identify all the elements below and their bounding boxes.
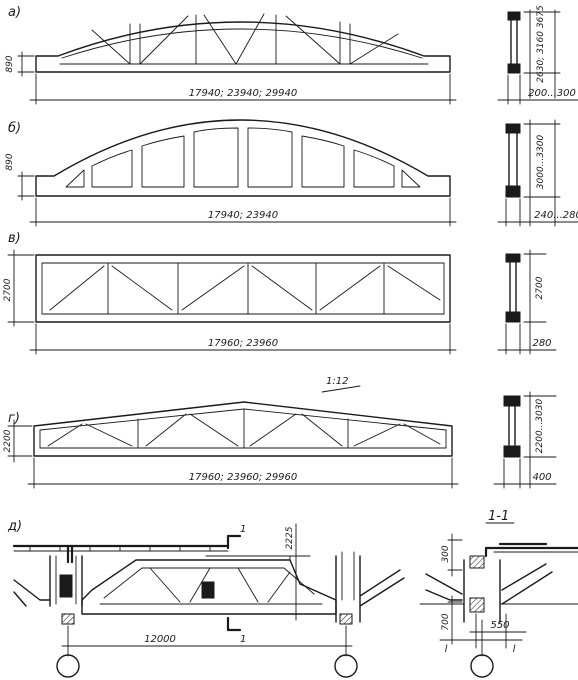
truss-a-section: 2630; 3160 3675 200...300 [497, 5, 578, 105]
truss-a-section-height: 2630; 3160 3675 [536, 5, 546, 83]
truss-g: г) 1:12 2200 17960; 23960; 29960 [3, 376, 557, 489]
truss-v-section-height: 2700 [535, 276, 545, 299]
detail-d: д) 1 1 [7, 519, 405, 678]
detail-d-span-dim [61, 625, 353, 657]
truss-b-section-height: 3000...3300 [536, 135, 546, 190]
detail-d-center-node [201, 581, 215, 599]
section-1-1-bottom-bearing [469, 597, 485, 613]
truss-g-slope: 1:12 [326, 376, 348, 387]
truss-v-height: 2700 [3, 278, 13, 301]
truss-g-outline [33, 401, 453, 457]
detail-d-height: 2225 [285, 526, 295, 549]
section-1-1-axis-right: l [513, 644, 516, 655]
truss-a: а) 890 17940; 23940; 29940 2630; 3 [5, 5, 578, 105]
truss-v-outline [35, 254, 451, 323]
truss-g-section: 2200...3030 400 [493, 391, 557, 489]
truss-b-section-width: 240...280 [534, 210, 578, 221]
truss-v-section-width: 280 [532, 338, 551, 349]
detail-d-axis-right [334, 654, 358, 678]
section-1-1-dim-bottom: 700 [441, 613, 451, 630]
section-1-1-axis-left: l [445, 644, 448, 655]
truss-a-dims: 890 17940; 23940; 29940 [5, 51, 457, 105]
truss-g-section-width: 400 [532, 472, 551, 483]
label-b: б) [8, 121, 21, 136]
detail-d-cut-bottom: 1 [240, 634, 246, 645]
label-a: а) [8, 5, 21, 20]
truss-g-slope-mark [321, 385, 361, 393]
detail-d-truss-inner [99, 567, 323, 605]
section-1-1-axis [470, 654, 494, 678]
label-v: в) [8, 231, 21, 246]
detail-d-cut-top: 1 [240, 524, 246, 535]
detail-d-truss-right-end [359, 569, 405, 607]
truss-v-section: 2700 280 [497, 249, 557, 355]
detail-d-height-dim [289, 523, 311, 621]
truss-v: в) 2700 17960; 23960 2700 280 [3, 231, 557, 355]
truss-v-web [41, 262, 445, 315]
truss-a-span: 17940; 23940; 29940 [189, 88, 298, 99]
detail-d-truss-left-end [13, 579, 51, 607]
detail-d-truss-web [149, 567, 291, 603]
truss-b-section: 3000...3300 240...280 [497, 119, 578, 227]
truss-b-panels [65, 127, 421, 188]
truss-v-chords [41, 262, 445, 315]
truss-g-span: 17960; 23960; 29960 [189, 472, 298, 483]
section-1-1-title: 1-1 [488, 509, 509, 524]
truss-b-dims: 890 17940; 23940 [5, 153, 457, 227]
truss-a-top-inner [61, 28, 423, 59]
section-1-1: 1-1 300 700 550 l l [419, 509, 578, 678]
truss-a-height: 890 [5, 55, 15, 72]
truss-g-section-height: 2200...3030 [535, 399, 545, 454]
section-1-1-top-bearing [469, 555, 485, 569]
label-g: г) [8, 411, 20, 426]
section-1-1-dim-top: 300 [441, 545, 451, 562]
detail-d-span: 12000 [144, 634, 176, 645]
label-d: д) [7, 519, 22, 534]
detail-d-column-right [335, 551, 361, 623]
truss-b-span: 17940; 23940 [208, 210, 278, 221]
truss-g-web [39, 408, 447, 449]
truss-b-height: 890 [5, 153, 15, 170]
detail-d-axis-left [56, 654, 80, 678]
truss-a-section-width: 200...300 [528, 88, 576, 99]
truss-b: б) 890 17940; 23940 3000...3300 240...28… [5, 119, 578, 227]
truss-a-outline [35, 21, 451, 73]
truss-g-top-inner [39, 408, 447, 431]
detail-d-column-left [49, 555, 83, 607]
detail-d-truss [81, 559, 337, 615]
section-1-1-dim-width: 550 [490, 620, 509, 631]
truss-b-outline [35, 119, 451, 197]
truss-v-dims: 2700 17960; 23960 [3, 249, 457, 355]
truss-g-height: 2200 [3, 429, 13, 452]
detail-d-cut: 1 1 [226, 524, 246, 645]
truss-v-span: 17960; 23960 [208, 338, 278, 349]
truss-a-web [91, 13, 399, 65]
truss-g-dims: 2200 17960; 23960; 29960 [3, 419, 459, 489]
